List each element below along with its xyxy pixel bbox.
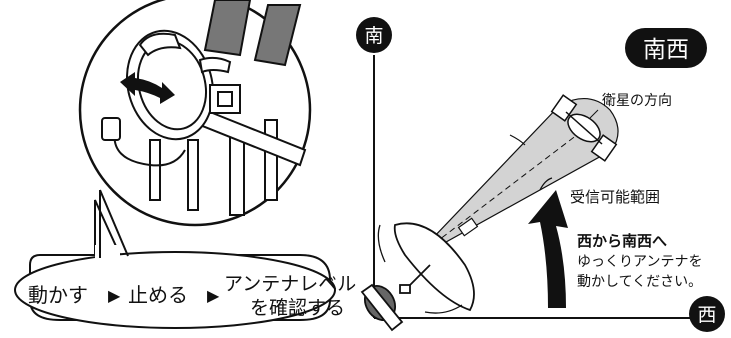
- instruction-line1: 西から南西へ: [577, 232, 667, 250]
- step-arrow-icon-2: ▶: [207, 286, 220, 305]
- step-move-label: 動かす: [28, 283, 88, 307]
- beam-center-line: [409, 124, 591, 263]
- instruction-line3: 動かしてください。: [577, 274, 702, 290]
- west-label: 西: [697, 304, 716, 326]
- receivable-range-cone: [409, 98, 619, 263]
- hand-adjust-illustration: [101, 0, 307, 216]
- southwest-badge: 南西: [625, 28, 707, 68]
- beam-marker-icon: [457, 217, 479, 237]
- direction-arrow-icon: [528, 190, 568, 308]
- right-panel: 南 西 南西: [356, 17, 725, 332]
- steps-bubble: [14, 189, 336, 329]
- southwest-label: 南西: [643, 37, 689, 63]
- dish-antenna-icon: [360, 222, 475, 332]
- rotation-arc-1: [377, 224, 386, 263]
- step-check-level-label-line1: アンテナレベル: [224, 273, 356, 295]
- step-stop-label: 止める: [128, 283, 188, 307]
- step-check-level-label-line2: を確認する: [250, 297, 345, 319]
- left-panel: 動かす ▶ 止める ▶ アンテナレベル を確認する: [14, 0, 356, 329]
- rotate-arrow-icon: [120, 72, 175, 104]
- step-arrow-icon: ▶: [108, 286, 121, 305]
- south-badge: 南: [356, 17, 392, 53]
- west-badge: 西: [689, 296, 725, 332]
- receivable-range-label: 受信可能範囲: [570, 188, 660, 206]
- satellite-direction-label: 衛星の方向: [602, 93, 672, 109]
- south-label: 南: [364, 25, 383, 47]
- instruction-line2: ゆっくりアンテナを: [577, 254, 702, 270]
- rotation-arc-2: [424, 304, 463, 314]
- satellite-icon: [550, 94, 618, 162]
